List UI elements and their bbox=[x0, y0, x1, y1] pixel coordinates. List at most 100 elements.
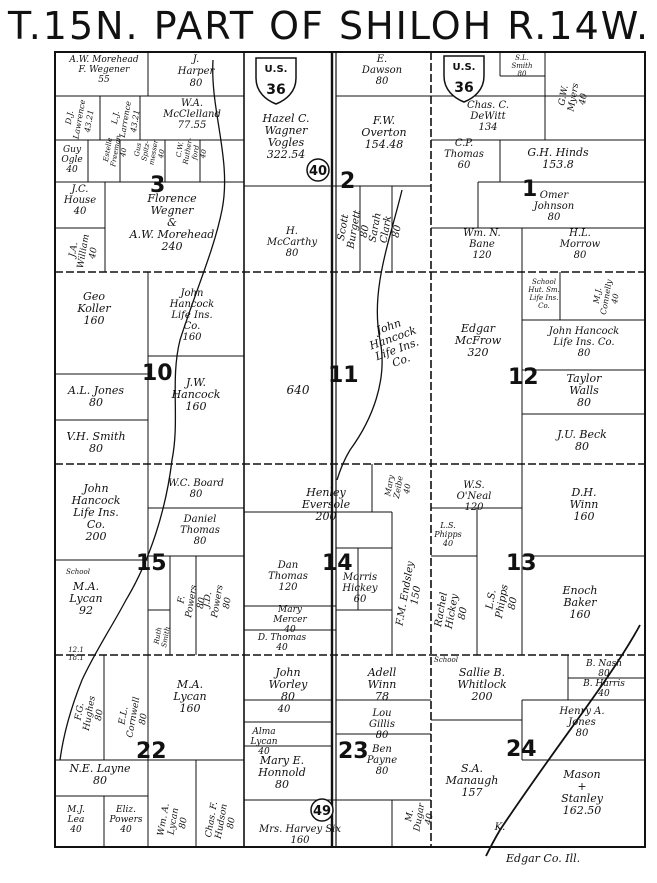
owner-label: School bbox=[434, 656, 458, 664]
owner-text: Morris bbox=[342, 572, 377, 583]
owner-text: A.L. Jones bbox=[67, 384, 124, 397]
section-number: 24 bbox=[506, 737, 537, 762]
owner-text: Daniel bbox=[183, 514, 217, 525]
owner-text: Overton bbox=[361, 126, 406, 139]
owner-text: Thomas bbox=[180, 525, 220, 536]
owner-text: 160 bbox=[180, 702, 201, 715]
section-number: 3 bbox=[150, 173, 165, 198]
owner-text: 80 bbox=[578, 348, 591, 359]
owner-text: Ben bbox=[371, 744, 392, 755]
owner-text: E.L. bbox=[117, 706, 130, 727]
owner-text: J.W. bbox=[184, 376, 206, 389]
owner-text: 40 bbox=[257, 747, 270, 757]
owner-text: Lycan bbox=[166, 807, 181, 837]
owner-text: M.J. bbox=[592, 287, 604, 305]
owner-text: 40 bbox=[277, 704, 291, 715]
owner-text: Sarah bbox=[368, 212, 384, 243]
owner-text: Lycan bbox=[249, 737, 277, 747]
owner-text: 134 bbox=[478, 122, 497, 133]
owner-text: 80 bbox=[194, 536, 207, 547]
section-grid bbox=[54, 51, 646, 848]
owner-text: Taylor bbox=[567, 372, 602, 385]
svg-text:49: 49 bbox=[313, 804, 331, 819]
owner-text: 160 bbox=[84, 314, 105, 327]
owner-text: Bane bbox=[468, 239, 495, 250]
section-number: 13 bbox=[506, 551, 537, 576]
owner-text: 40 bbox=[157, 148, 167, 160]
owner-text: L.S. bbox=[439, 521, 456, 530]
owner-text: 40 bbox=[283, 625, 296, 635]
owner-text: Thomas bbox=[268, 571, 308, 582]
owner-text: 154.48 bbox=[365, 138, 404, 151]
owner-text: D.J. bbox=[64, 110, 75, 126]
owner-text: 60 bbox=[458, 160, 471, 171]
creek-line-east bbox=[336, 189, 403, 481]
owner-text: H. bbox=[285, 226, 298, 237]
owner-text: 40 bbox=[119, 825, 132, 835]
owner-text: 80 bbox=[190, 78, 203, 89]
owner-text: 55 bbox=[98, 75, 110, 85]
railroad-line bbox=[485, 624, 641, 857]
owner-text: 80 bbox=[275, 778, 289, 791]
owner-text: 200 bbox=[471, 690, 493, 703]
owner-text: McFrow bbox=[454, 334, 502, 347]
owner-text: John bbox=[273, 666, 300, 679]
owner-text: 80 bbox=[94, 708, 106, 721]
owner-text: Dawson bbox=[361, 65, 402, 76]
owner-text: 92 bbox=[79, 604, 93, 617]
owner-text: L.S. bbox=[484, 589, 498, 611]
owner-text: A.W. Morehead bbox=[68, 55, 139, 65]
owner-text: 43.21 bbox=[83, 109, 96, 134]
owner-text: Geo bbox=[83, 290, 105, 303]
owner-text: 80 bbox=[359, 224, 372, 239]
section-number: 23 bbox=[338, 739, 369, 764]
owner-text: M.J. bbox=[66, 805, 85, 815]
owner-text: 80 bbox=[574, 250, 587, 261]
owner-text: Sallie B. bbox=[459, 666, 505, 679]
owner-text: Chas. C. bbox=[467, 100, 509, 111]
owner-text: V.H. Smith bbox=[66, 430, 125, 443]
section-number: 12 bbox=[508, 365, 539, 390]
owner-text: O'Neal bbox=[457, 491, 492, 502]
owner-text: 60 bbox=[354, 594, 367, 605]
owner-text: 80 bbox=[548, 212, 561, 223]
owner-text: 160 bbox=[186, 400, 207, 413]
owner-text: W.S. bbox=[463, 480, 484, 491]
owner-text: J.C. bbox=[70, 184, 89, 195]
section-number: 1 bbox=[522, 177, 537, 202]
owner-text: 40 bbox=[69, 825, 82, 835]
owner-text: Dan bbox=[277, 560, 298, 571]
owner-text: Eliz. bbox=[115, 805, 136, 815]
owner-text: 80 bbox=[376, 76, 389, 87]
route-40-marker: 40 bbox=[306, 158, 330, 182]
owner-text: Lycan bbox=[172, 690, 206, 703]
